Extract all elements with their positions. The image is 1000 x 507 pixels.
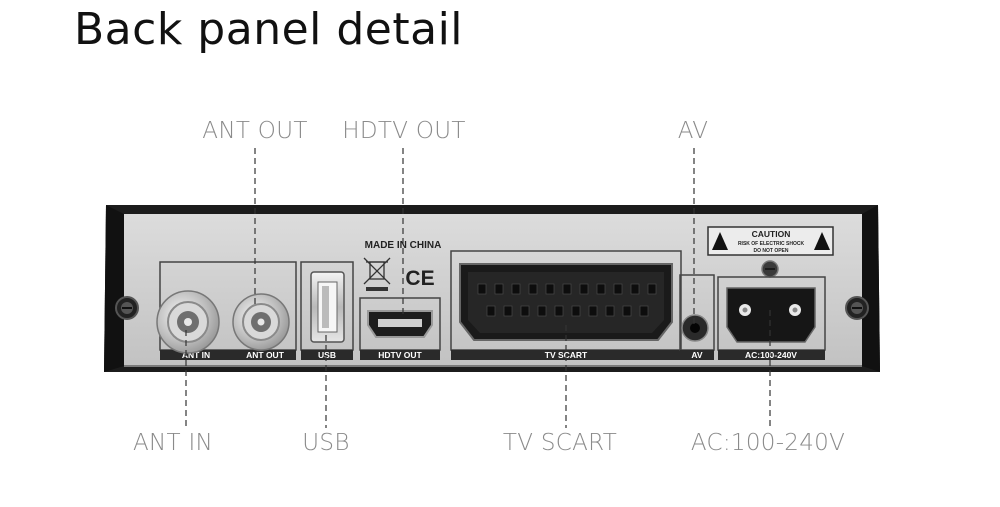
- callout-leader-lines: [185, 148, 771, 428]
- made-in-china-text: MADE IN CHINA: [365, 240, 442, 251]
- page-title: Back panel detail: [74, 4, 464, 55]
- ant-in-port: [156, 290, 220, 354]
- screw-left-icon: [115, 296, 139, 320]
- scart-pins: [477, 283, 657, 317]
- ant-out-port: [232, 293, 290, 351]
- callout-hdtv-out: HDTV OUT: [342, 118, 466, 144]
- av-jack: AV: [679, 274, 715, 360]
- caution-title: CAUTION: [752, 229, 791, 239]
- label-av: AV: [691, 350, 703, 360]
- label-ant-in: ANT IN: [182, 350, 210, 360]
- hdmi-port: HDTV OUT: [359, 297, 441, 360]
- caution-line1: RISK OF ELECTRIC SHOCK: [738, 241, 805, 247]
- callout-tv-scart: TV SCART: [502, 430, 618, 456]
- screw-right-icon: [845, 296, 869, 320]
- label-usb: USB: [318, 350, 336, 360]
- lightning-warning-icon: [712, 232, 728, 250]
- weee-bin-icon: [363, 257, 391, 291]
- label-ant-out: ANT OUT: [246, 350, 285, 360]
- antenna-section: ANT IN ANT OUT: [159, 261, 297, 360]
- exclamation-warning-icon: [814, 232, 830, 250]
- label-hdtv-out: HDTV OUT: [378, 350, 422, 360]
- callout-ac: AC:100-240V: [690, 430, 846, 456]
- caution-label: CAUTION RISK OF ELECTRIC SHOCK DO NOT OP…: [707, 226, 834, 256]
- callout-ant-in: ANT IN: [132, 430, 214, 456]
- label-ac: AC:100-240V: [745, 350, 797, 360]
- callout-av: AV: [677, 118, 709, 144]
- ce-mark: CE: [405, 267, 434, 290]
- callout-usb: USB: [302, 430, 350, 456]
- ground-screw-icon: [761, 260, 779, 278]
- callout-ant-out: ANT OUT: [202, 118, 308, 144]
- usb-port: USB: [300, 261, 354, 360]
- ac-power-socket: AC:100-240V: [717, 276, 826, 360]
- caution-line2: DO NOT OPEN: [753, 248, 788, 254]
